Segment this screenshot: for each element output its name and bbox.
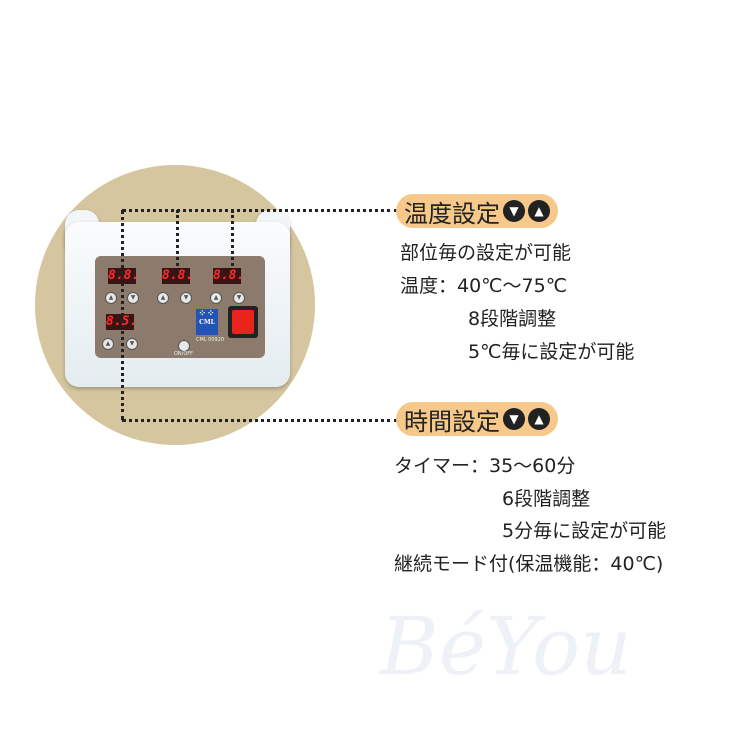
- onoff-label: ON/OFF: [174, 351, 194, 357]
- watermark: BéYou: [380, 600, 632, 693]
- power-button[interactable]: [178, 340, 190, 352]
- time-setting-badge: 時間設定 ▼ ▲: [396, 402, 558, 436]
- time-line: 継続モード付(保温機能：40℃): [394, 553, 664, 575]
- up-arrow-icon: ▲: [528, 200, 550, 222]
- temperature-display-3: 8.8.: [213, 268, 245, 284]
- up-button-1[interactable]: ▲: [105, 292, 117, 304]
- leader-line-vertical-2: [176, 210, 179, 266]
- time-line: 5分毎に設定が可能: [502, 520, 667, 542]
- temperature-display-2: 8.8.: [162, 268, 194, 284]
- temperature-line: 部位毎の設定が可能: [400, 242, 572, 264]
- main-power-switch[interactable]: [228, 306, 258, 338]
- timer-up-button[interactable]: ▲: [102, 338, 114, 350]
- down-button-2[interactable]: ▼: [180, 292, 192, 304]
- leader-line-vertical-1: [121, 210, 124, 420]
- down-arrow-icon: ▼: [503, 200, 525, 222]
- temperature-setting-badge: 温度設定 ▼ ▲: [396, 194, 558, 228]
- time-line: タイマー：35～60分: [394, 455, 576, 477]
- time-title: 時間設定: [404, 407, 500, 436]
- timer-display: 8.5.: [106, 314, 138, 330]
- down-button-3[interactable]: ▼: [233, 292, 245, 304]
- model-label: CML 00920: [196, 337, 225, 343]
- leader-line-vertical-3: [231, 210, 234, 266]
- timer-down-button[interactable]: ▼: [126, 338, 138, 350]
- up-button-3[interactable]: ▲: [210, 292, 222, 304]
- up-button-2[interactable]: ▲: [157, 292, 169, 304]
- down-button-1[interactable]: ▼: [127, 292, 139, 304]
- time-line: 6段階調整: [502, 488, 591, 510]
- temperature-line: 8段階調整: [468, 308, 557, 330]
- down-arrow-icon: ▼: [503, 408, 525, 430]
- leader-line-temperature: [122, 209, 398, 212]
- leader-line-time: [122, 419, 398, 422]
- cml-logo: ⁘⁘CML: [196, 309, 218, 335]
- up-arrow-icon: ▲: [528, 408, 550, 430]
- temperature-line: 5℃毎に設定が可能: [468, 341, 635, 363]
- temperature-line: 温度：40℃～75℃: [400, 275, 568, 297]
- temperature-title: 温度設定: [404, 199, 500, 228]
